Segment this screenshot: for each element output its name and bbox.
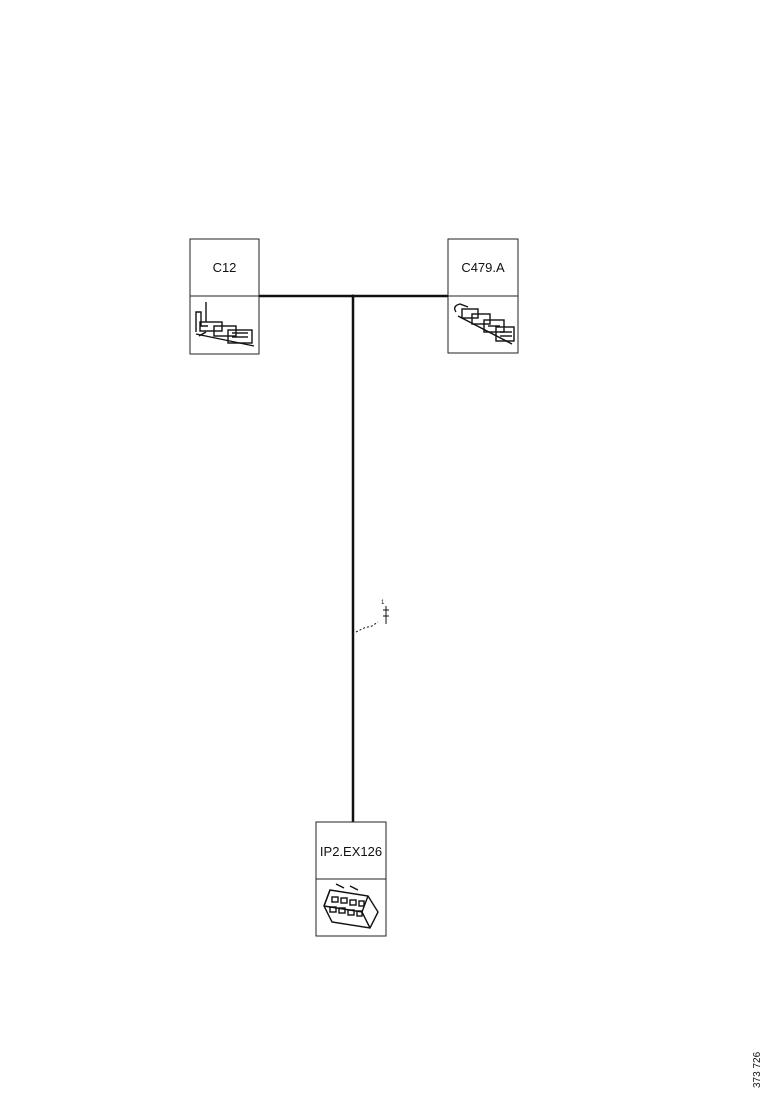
reference-number: 373 726 [752,1051,763,1088]
connector-label: C12 [213,260,237,275]
connector-ip2ex126-icon [323,883,379,929]
connector-c12-icon [195,302,255,347]
connector-c479a-icon [453,303,515,345]
connector-label: C479.A [461,260,505,275]
wire-harness [259,294,448,822]
connector-label: IP2.EX126 [320,844,382,859]
wire-junction [351,294,355,298]
connector-c479a: C479.A [447,238,519,354]
connector-c12: C12 [189,238,260,355]
wire-mark-label: 1 [381,600,385,606]
connector-ip2ex126: IP2.EX126 [315,821,387,937]
wire-marker [355,606,389,633]
